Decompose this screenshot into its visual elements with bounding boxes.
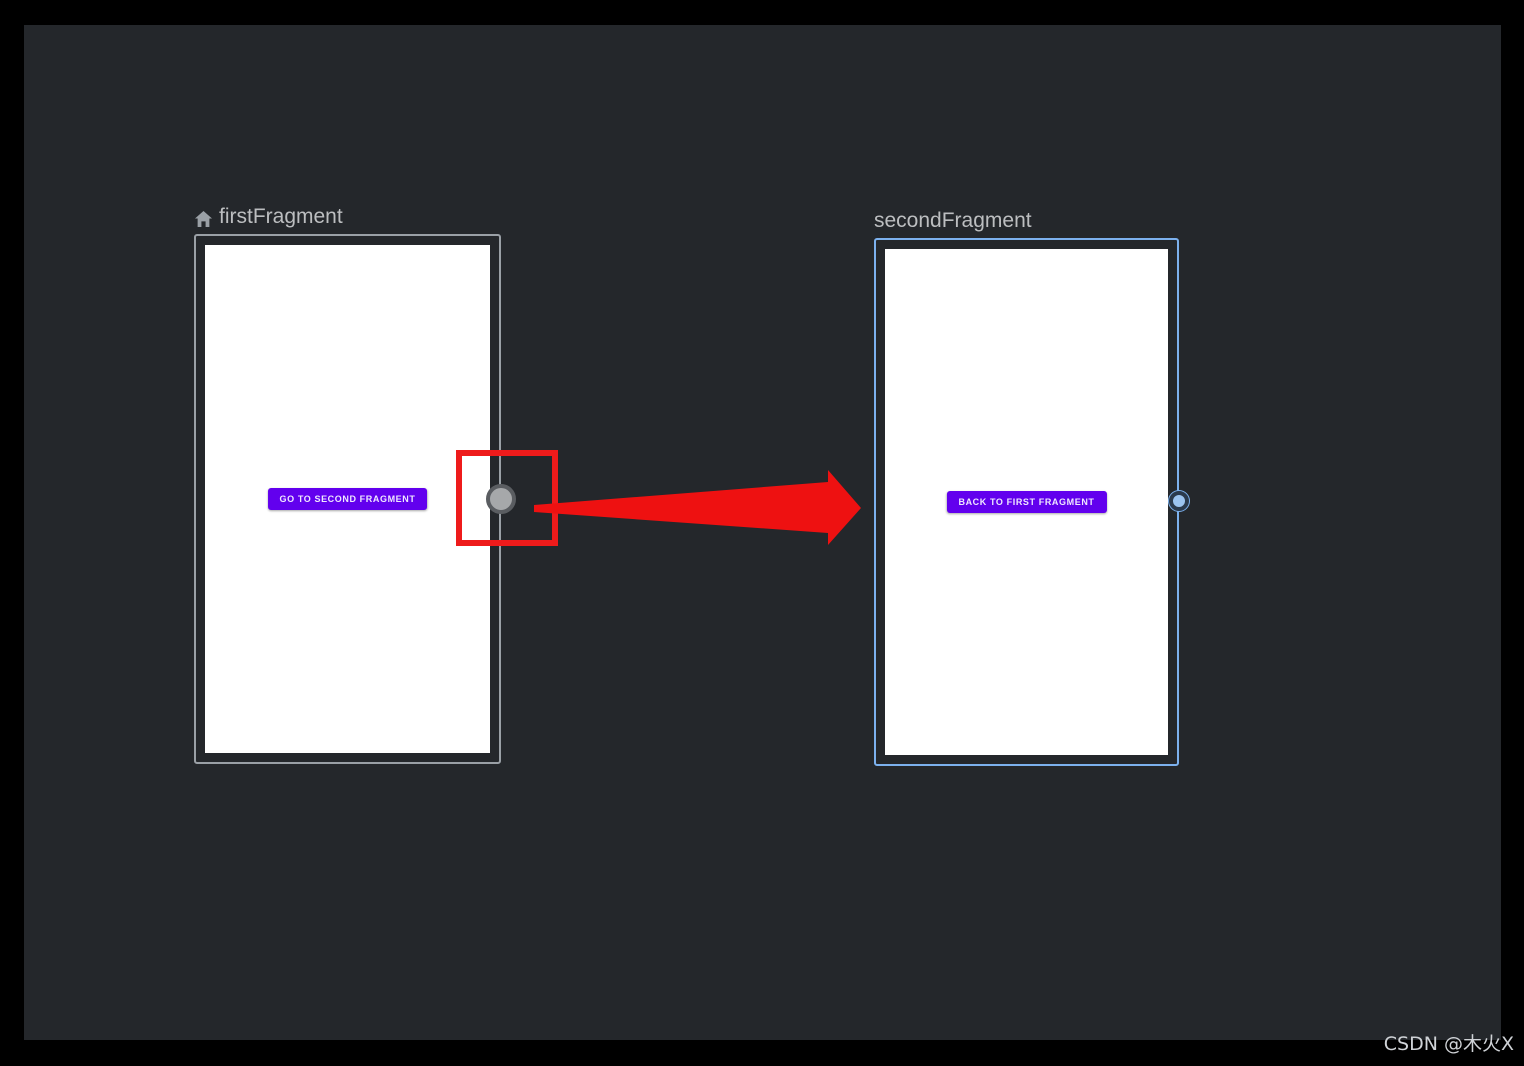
action-handle-first-fragment[interactable]: [486, 484, 516, 514]
preview-button-back-to-first-fragment: BACK TO FIRST FRAGMENT: [946, 491, 1107, 513]
destination-preview-first-fragment: GO TO SECOND FRAGMENT: [205, 245, 490, 753]
destination-frame-first-fragment[interactable]: GO TO SECOND FRAGMENT: [194, 234, 501, 764]
destination-first-fragment[interactable]: firstFragment GO TO SECOND FRAGMENT: [194, 205, 501, 764]
home-icon: [194, 209, 213, 228]
destination-second-fragment[interactable]: secondFragment BACK TO FIRST FRAGMENT: [874, 209, 1179, 766]
action-handle-second-fragment[interactable]: [1169, 491, 1189, 511]
navigation-editor-canvas[interactable]: firstFragment GO TO SECOND FRAGMENT seco…: [24, 25, 1501, 1040]
destination-label-second-fragment: secondFragment: [874, 208, 1032, 234]
destination-name-second-fragment: secondFragment: [874, 209, 1032, 232]
watermark: CSDN @木火X: [1383, 1033, 1514, 1055]
destination-name-first-fragment: firstFragment: [219, 205, 343, 228]
preview-button-go-to-second-fragment: GO TO SECOND FRAGMENT: [267, 488, 428, 510]
destination-preview-second-fragment: BACK TO FIRST FRAGMENT: [885, 249, 1168, 755]
destination-label-first-fragment: firstFragment: [194, 204, 343, 230]
destination-frame-second-fragment[interactable]: BACK TO FIRST FRAGMENT: [874, 238, 1179, 766]
